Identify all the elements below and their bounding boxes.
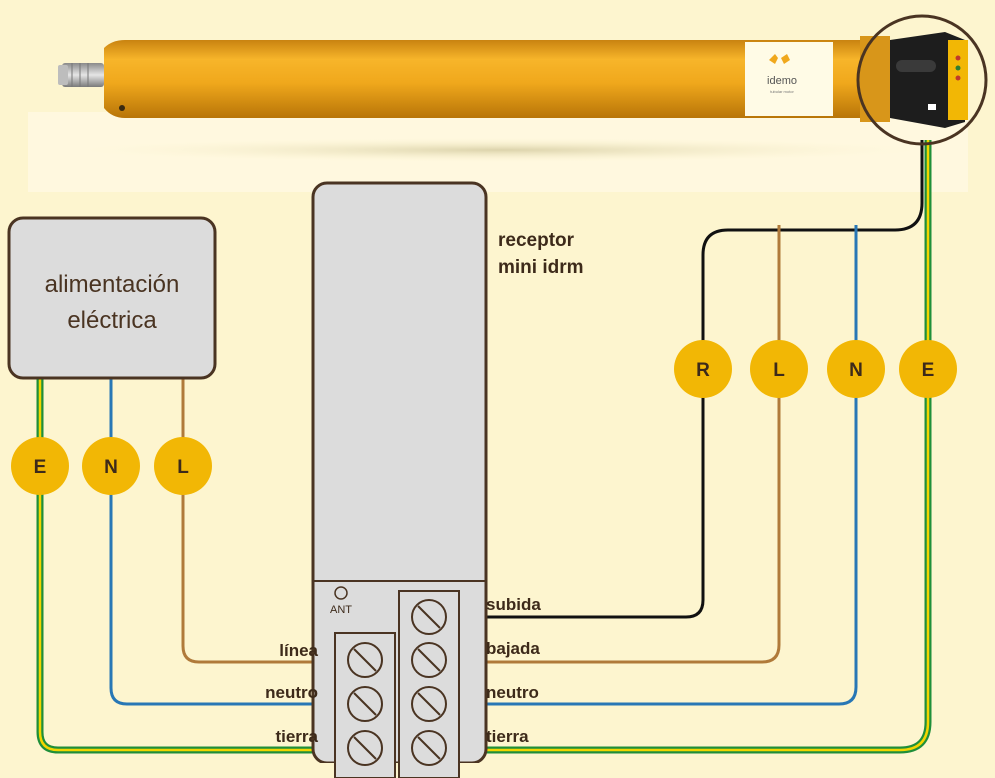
wire-right-neutral: [456, 225, 858, 706]
motor-brand-text: idemo: [767, 75, 797, 87]
badge-right-earth: E: [899, 340, 957, 398]
motor-tube: [104, 40, 905, 118]
svg-text:R: R: [696, 360, 710, 381]
receiver-module: ANT: [311, 181, 488, 778]
label-right-earth: tierra: [486, 727, 529, 746]
screw-right-up: [411, 599, 447, 635]
badge-right-neutral: N: [827, 340, 885, 398]
screw-left-neutral: [347, 686, 383, 722]
label-right-down: bajada: [486, 639, 540, 658]
wire-left-earth: [36, 378, 346, 754]
motor-shadow: [80, 138, 920, 162]
screw-left-earth: [347, 730, 383, 766]
power-box-line1: alimentación: [45, 271, 180, 298]
svg-text:E: E: [922, 360, 935, 381]
badge-left-earth: E: [11, 437, 69, 495]
screw-left-line: [347, 642, 383, 678]
motor-shaft: [62, 63, 104, 87]
power-supply-box: alimentación eléctrica: [7, 216, 217, 380]
badge-left-neutral: N: [82, 437, 140, 495]
antenna-port: [334, 586, 348, 600]
svg-text:E: E: [34, 457, 47, 478]
motor-head-highlight: [856, 14, 988, 146]
svg-text:N: N: [849, 360, 863, 381]
screw-right-earth: [411, 730, 447, 766]
wire-right-down: [456, 225, 781, 664]
wire-left-neutral: [109, 378, 346, 706]
wire-left-line: [181, 378, 346, 664]
svg-text:L: L: [773, 360, 785, 381]
antenna-label: ANT: [330, 604, 352, 616]
label-right-neutral: neutro: [486, 683, 539, 702]
power-box-line2: eléctrica: [67, 307, 157, 334]
badge-left-line: L: [154, 437, 212, 495]
wire-right-earth: [456, 140, 932, 754]
motor-brand-sub: tubular motor: [770, 89, 794, 94]
idemo-logo-icon: [769, 54, 790, 64]
tubular-motor: idemo tubular motor: [58, 14, 988, 146]
label-right-up: subida: [486, 595, 541, 614]
screw-right-neutral: [411, 686, 447, 722]
badge-right-up: R: [674, 340, 732, 398]
svg-text:L: L: [177, 457, 189, 478]
receiver-title-line1: receptor: [498, 230, 575, 251]
badge-right-line: L: [750, 340, 808, 398]
screw-right-down: [411, 642, 447, 678]
receiver-title-line2: mini idrm: [498, 257, 584, 278]
label-left-line: línea: [279, 641, 318, 660]
label-left-earth: tierra: [275, 727, 318, 746]
motor-brand-label: [745, 42, 833, 116]
label-left-neutral: neutro: [265, 683, 318, 702]
svg-text:N: N: [104, 457, 118, 478]
wire-right-up: [456, 140, 924, 619]
